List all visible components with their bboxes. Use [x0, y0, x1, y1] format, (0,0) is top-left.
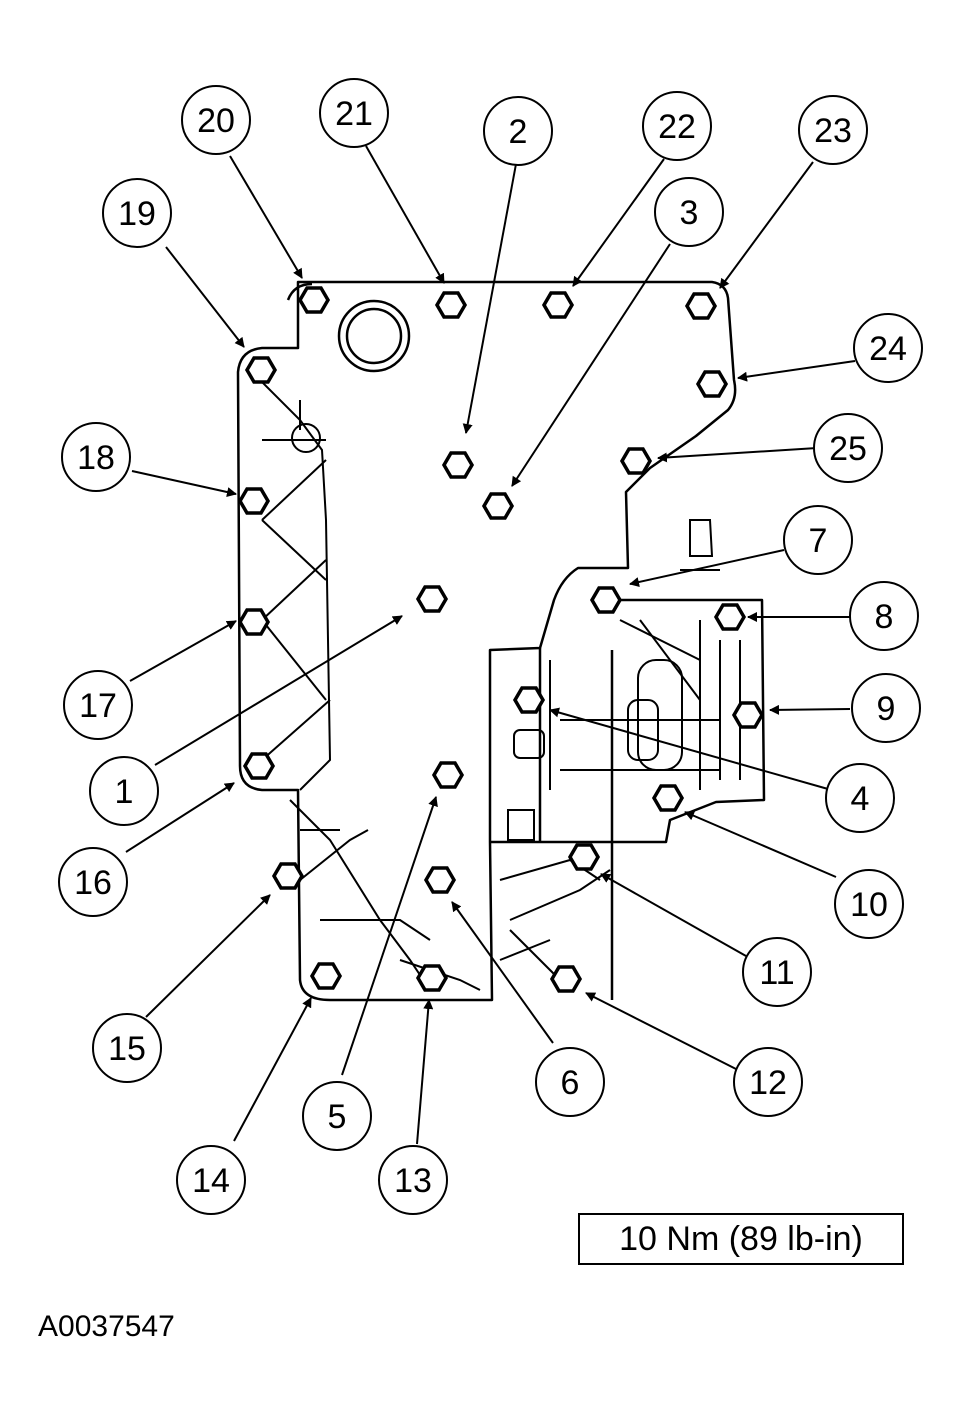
- callout-16: 16: [58, 847, 128, 917]
- bolt-head: [731, 701, 765, 729]
- bolt-head: [244, 356, 278, 384]
- callout-label: 20: [197, 102, 235, 140]
- callout-label: 7: [809, 522, 828, 560]
- callout-label: 4: [851, 780, 870, 818]
- callout-label: 2: [509, 113, 528, 151]
- callout-label: 10: [850, 886, 888, 924]
- callout-label: 5: [328, 1098, 347, 1136]
- callout-label: 19: [118, 195, 156, 233]
- callout-21: 21: [319, 78, 389, 148]
- callout-label: 21: [335, 95, 373, 133]
- accumulator-port: [337, 299, 411, 373]
- callout-20: 20: [181, 85, 251, 155]
- valve-body-ribs: [259, 379, 741, 991]
- figure-id: A0037547: [38, 1310, 175, 1343]
- callout-4: 4: [825, 763, 895, 833]
- callout-1: 1: [89, 756, 159, 826]
- bolt-heads: [237, 286, 765, 993]
- callout-3: 3: [654, 177, 724, 247]
- valve-body-outline: [236, 280, 766, 1002]
- leader-lines: [125, 145, 856, 1145]
- bolt-head: [441, 451, 475, 479]
- bolt-head: [713, 603, 747, 631]
- callout-label: 23: [814, 112, 852, 150]
- callout-11: 11: [742, 937, 812, 1007]
- callout-label: 25: [829, 430, 867, 468]
- bolt-head: [567, 843, 601, 871]
- bolt-head: [431, 761, 465, 789]
- bolt-head: [434, 291, 468, 319]
- bolt-head: [242, 752, 276, 780]
- callout-label: 3: [680, 194, 699, 232]
- callout-12: 12: [733, 1047, 803, 1117]
- callout-label: 1: [115, 773, 134, 811]
- callout-23: 23: [798, 95, 868, 165]
- bolt-head: [415, 585, 449, 613]
- bolt-head: [541, 291, 575, 319]
- callout-5: 5: [302, 1081, 372, 1151]
- callout-label: 17: [79, 687, 117, 725]
- callout-label: 18: [77, 439, 115, 477]
- bolt-head: [619, 447, 653, 475]
- callout-19: 19: [102, 178, 172, 248]
- torque-spec-label: 10 Nm (89 lb-in): [578, 1213, 904, 1265]
- callout-14: 14: [176, 1145, 246, 1215]
- callout-25: 25: [813, 413, 883, 483]
- callout-label: 22: [658, 108, 696, 146]
- bolt-head: [651, 784, 685, 812]
- bolt-head: [415, 964, 449, 992]
- callout-label: 11: [759, 954, 794, 992]
- callout-9: 9: [851, 673, 921, 743]
- callout-label: 15: [108, 1030, 146, 1068]
- callout-label: 14: [192, 1162, 230, 1200]
- callout-label: 13: [394, 1162, 432, 1200]
- callout-13: 13: [378, 1145, 448, 1215]
- bolt-head: [549, 965, 583, 993]
- callout-6: 6: [535, 1047, 605, 1117]
- callouts: 1 2 3 4 5 6 7 8 9 10 11 12 13 14 15 16 1…: [58, 78, 923, 1215]
- bolt-head: [237, 487, 271, 515]
- callout-18: 18: [61, 422, 131, 492]
- callout-7: 7: [783, 505, 853, 575]
- callout-label: 9: [877, 690, 896, 728]
- bolt-head: [481, 492, 515, 520]
- callout-15: 15: [92, 1013, 162, 1083]
- callout-8: 8: [849, 581, 919, 651]
- callout-label: 6: [561, 1064, 580, 1102]
- callout-2: 2: [483, 96, 553, 166]
- callout-label: 16: [74, 864, 112, 902]
- bolt-head: [512, 686, 546, 714]
- bolt-head: [684, 292, 718, 320]
- callout-label: 8: [875, 598, 894, 636]
- bolt-head: [237, 608, 271, 636]
- bolt-head: [297, 286, 331, 314]
- callout-17: 17: [63, 670, 133, 740]
- callout-22: 22: [642, 91, 712, 161]
- callout-10: 10: [834, 869, 904, 939]
- bolt-head: [589, 586, 623, 614]
- bolt-head: [271, 862, 305, 890]
- callout-label: 24: [869, 330, 907, 368]
- callout-label: 12: [749, 1064, 787, 1102]
- bolt-head: [423, 866, 457, 894]
- callout-24: 24: [853, 313, 923, 383]
- bolt-head: [309, 962, 343, 990]
- bolt-head: [695, 370, 729, 398]
